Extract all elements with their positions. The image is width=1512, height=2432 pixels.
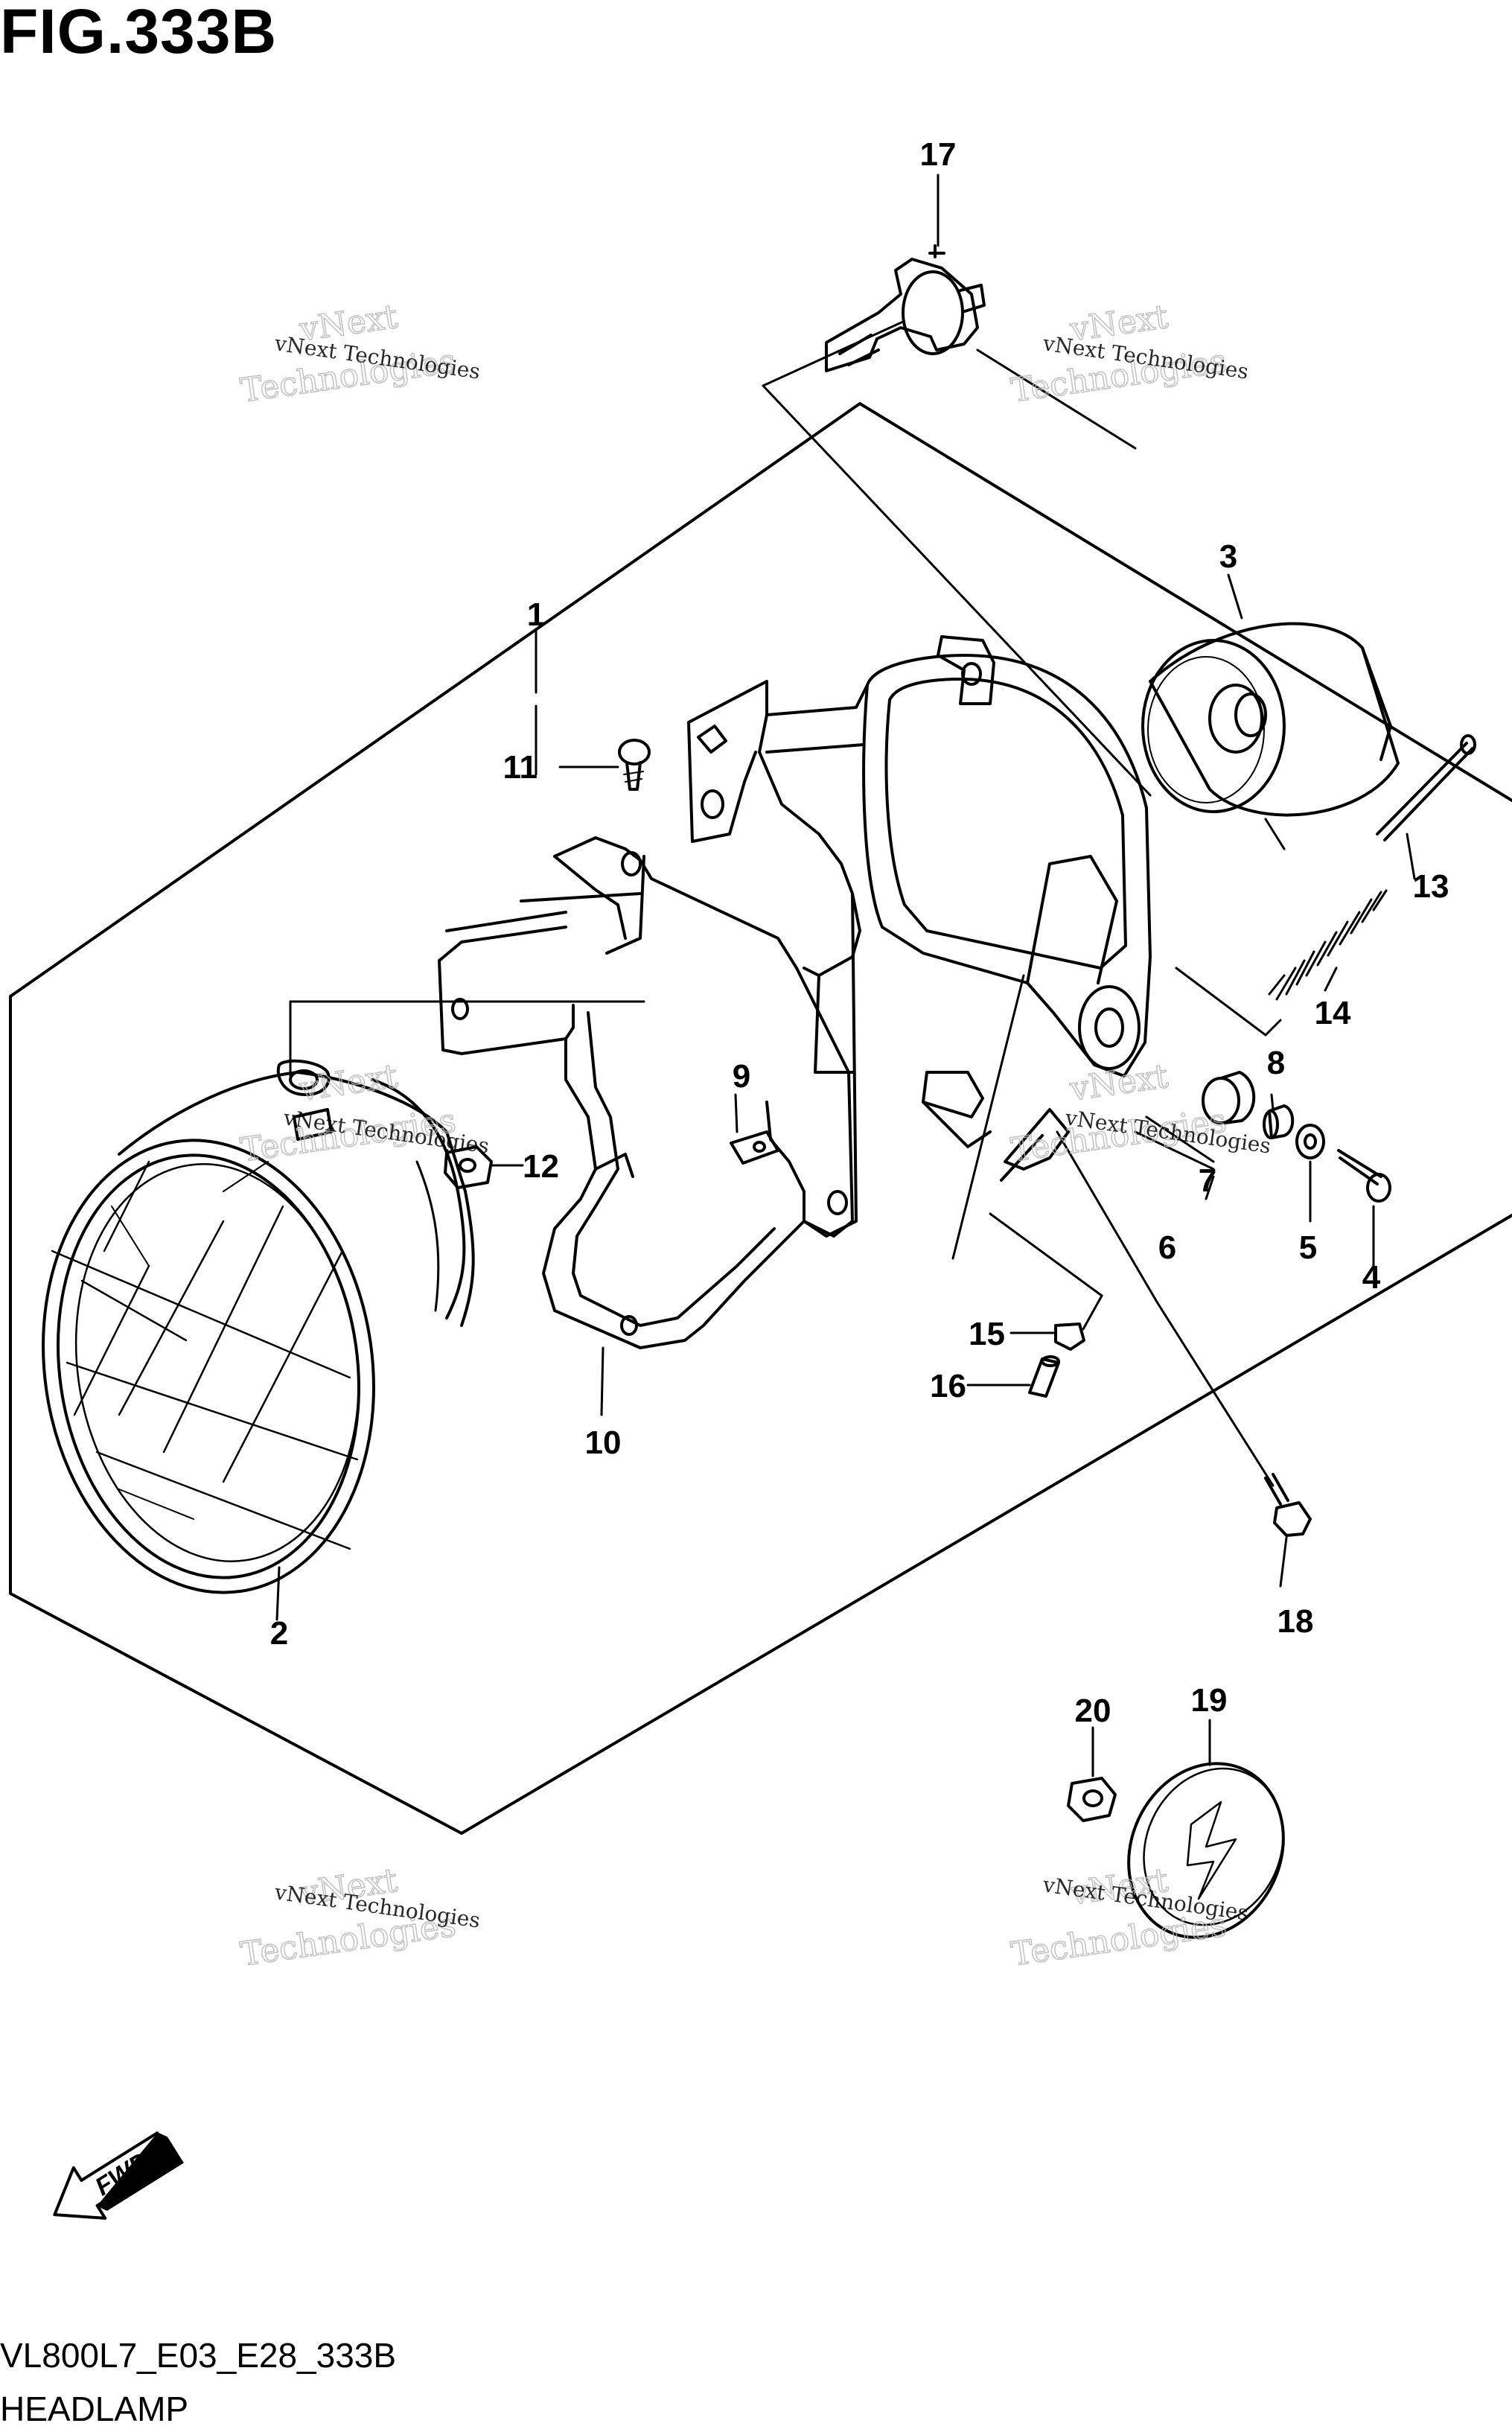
callout-12: 12 bbox=[523, 1148, 559, 1185]
cap-15 bbox=[1054, 1322, 1085, 1351]
callout-9: 9 bbox=[733, 1058, 750, 1095]
bulb bbox=[825, 244, 986, 372]
figure-title: FIG.333B bbox=[0, 0, 278, 66]
svg-text:vNext: vNext bbox=[1067, 1057, 1170, 1109]
pin-16 bbox=[1028, 1355, 1060, 1398]
callout-1: 1 bbox=[527, 596, 545, 633]
bracket-6 bbox=[1000, 1108, 1070, 1182]
cushion-7 bbox=[1202, 1071, 1256, 1124]
bolt-4 bbox=[1337, 1149, 1391, 1203]
drawing-name: HEADLAMP bbox=[0, 2390, 189, 2428]
callout-7: 7 bbox=[1199, 1162, 1216, 1199]
svg-text:vNext: vNext bbox=[296, 1057, 400, 1109]
spring bbox=[1268, 889, 1388, 1001]
callout-18: 18 bbox=[1277, 1603, 1314, 1640]
callout-4: 4 bbox=[1362, 1259, 1381, 1296]
mounting-frame bbox=[862, 635, 1152, 1148]
drawing-code: VL800L7_E03_E28_333B bbox=[0, 2336, 397, 2375]
callout-8: 8 bbox=[1267, 1045, 1285, 1081]
screw-11 bbox=[618, 739, 651, 791]
callout-11: 11 bbox=[503, 749, 538, 786]
callout-14: 14 bbox=[1315, 995, 1351, 1031]
adjusting-screw bbox=[1376, 734, 1476, 841]
watermarks: vNext Technologies vNext Technologies vN… bbox=[237, 297, 1272, 1974]
nut-12 bbox=[444, 1145, 493, 1189]
screw-18 bbox=[1264, 1473, 1312, 1537]
headlamp-bracket bbox=[438, 680, 869, 1238]
callout-17: 17 bbox=[920, 136, 957, 173]
assembly-outline bbox=[9, 402, 1512, 1835]
callout-6: 6 bbox=[1158, 1229, 1176, 1266]
callout-leaders bbox=[275, 174, 1416, 1777]
callout-15: 15 bbox=[969, 1316, 1005, 1352]
callout-16: 16 bbox=[930, 1368, 966, 1404]
leader-lines bbox=[289, 320, 1286, 1487]
headlamp-unit bbox=[42, 1059, 475, 1594]
callout-13: 13 bbox=[1413, 868, 1449, 905]
callout-2: 2 bbox=[270, 1615, 288, 1652]
nut-20 bbox=[1067, 1777, 1117, 1822]
callout-5: 5 bbox=[1299, 1229, 1317, 1266]
lower-bracket bbox=[438, 959, 806, 1349]
headlamp-housing bbox=[1141, 622, 1400, 817]
callout-3: 3 bbox=[1219, 538, 1237, 575]
washer-5 bbox=[1295, 1124, 1325, 1159]
collar-8 bbox=[1263, 1104, 1295, 1139]
emblem-cap-19 bbox=[1127, 1762, 1285, 1939]
clip-9 bbox=[730, 1130, 779, 1165]
callout-numbers: 17 1 3 11 13 14 9 8 12 7 6 5 4 10 15 16 … bbox=[270, 136, 1449, 1729]
callout-20: 20 bbox=[1075, 1693, 1111, 1729]
callout-10: 10 bbox=[585, 1424, 622, 1461]
fwd-arrow: FWD bbox=[53, 2131, 184, 2220]
callout-19: 19 bbox=[1191, 1682, 1228, 1719]
